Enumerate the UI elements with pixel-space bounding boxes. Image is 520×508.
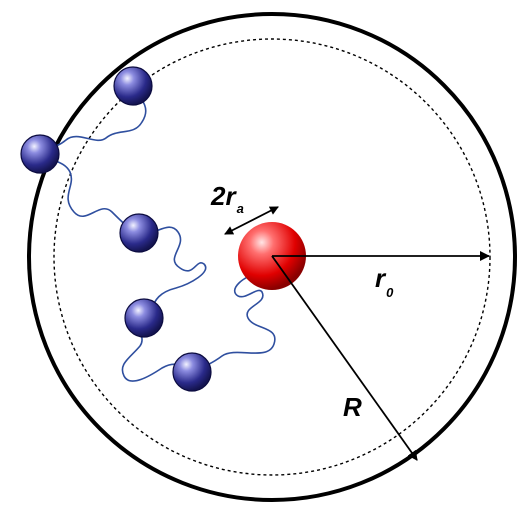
bead-3 [119, 213, 159, 253]
bead-1 [113, 66, 153, 106]
gap-label: 2ra [210, 181, 244, 216]
outer-radius-label: R [343, 392, 362, 422]
bead-2 [20, 134, 60, 174]
bead-4 [124, 298, 164, 338]
gap-label-subscript: a [237, 201, 244, 216]
R-arrow [271, 255, 418, 461]
inner-radius-label: r0 [375, 263, 394, 300]
inner-dashed-circle [53, 38, 491, 476]
outer-boundary-circle [27, 12, 517, 502]
bead-5 [172, 352, 212, 392]
bead-group [20, 66, 212, 392]
gap-double-arrow [224, 206, 279, 235]
inner-radius-subscript: 0 [386, 285, 394, 300]
